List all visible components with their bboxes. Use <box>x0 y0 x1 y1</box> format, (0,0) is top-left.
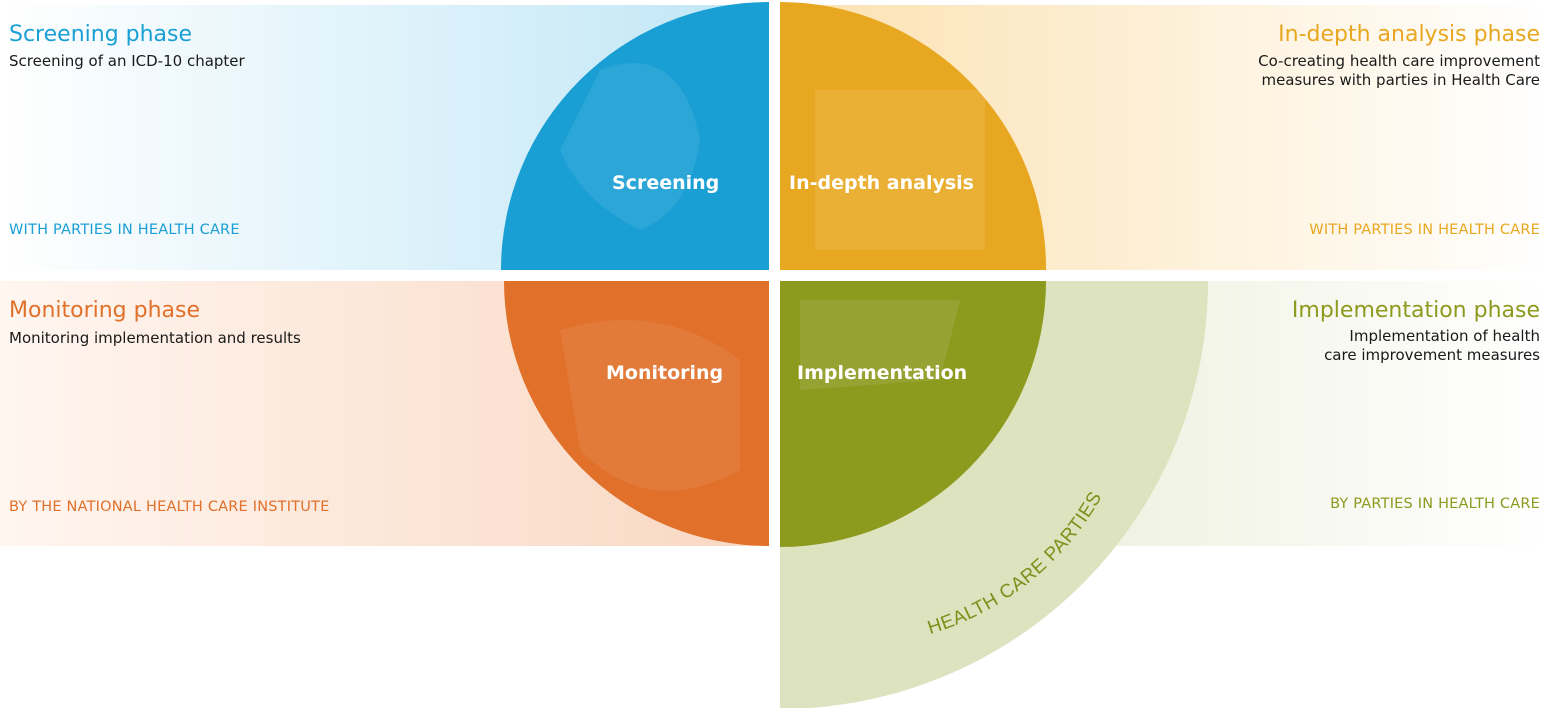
analysis-phase-title: In-depth analysis phase <box>1278 22 1540 47</box>
monitoring-phase-title: Monitoring phase <box>9 298 201 323</box>
analysis-center-label: In-depth analysis <box>789 172 974 194</box>
implementation-quarter <box>780 281 1046 547</box>
screening-phase-subtitle: Screening of an ICD-10 chapter <box>9 52 245 70</box>
screening-quarter <box>501 2 769 270</box>
analysis-quarter <box>780 1 1047 270</box>
implementation-phase-subtitle-1: Implementation of health <box>1349 327 1540 345</box>
analysis-phase-tag: WITH PARTIES IN HEALTH CARE <box>1309 222 1540 238</box>
analysis-phase-subtitle-1: Co-creating health care improvement <box>1258 52 1540 70</box>
monitoring-quarter <box>504 281 769 546</box>
monitoring-phase-tag: BY THE NATIONAL HEALTH CARE INSTITUTE <box>9 499 330 515</box>
screening-center-label: Screening <box>612 172 720 194</box>
analysis-phase-subtitle-2: measures with parties in Health Care <box>1261 71 1540 89</box>
implementation-phase-tag: BY PARTIES IN HEALTH CARE <box>1330 496 1540 512</box>
screening-phase-title: Screening phase <box>9 22 193 47</box>
monitoring-center-label: Monitoring <box>606 362 724 384</box>
implementation-center-label: Implementation <box>797 362 968 384</box>
screening-phase-tag: WITH PARTIES IN HEALTH CARE <box>9 222 240 238</box>
implementation-phase-subtitle-2: care improvement measures <box>1324 346 1540 364</box>
implementation-phase-title: Implementation phase <box>1291 298 1540 323</box>
monitoring-phase-subtitle: Monitoring implementation and results <box>9 329 301 347</box>
